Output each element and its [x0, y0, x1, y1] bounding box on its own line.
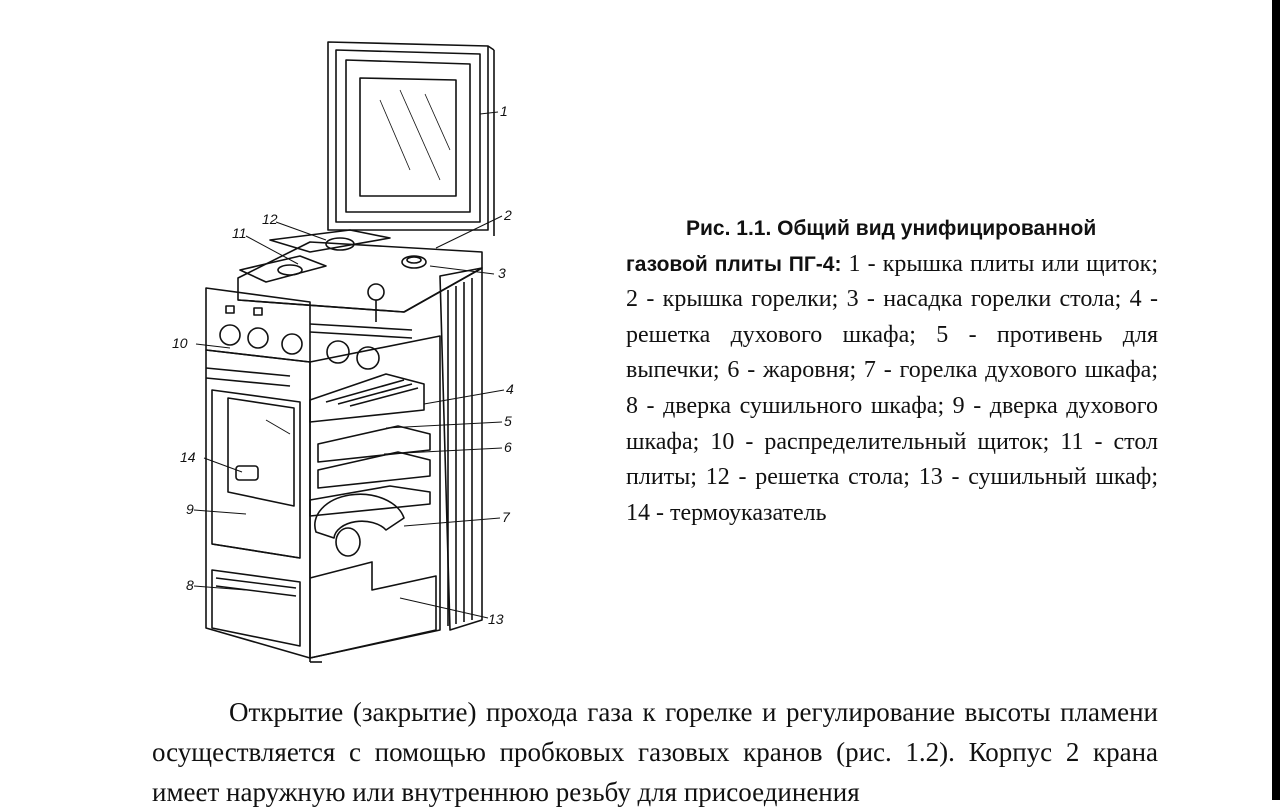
callout-3: 3 [498, 265, 506, 281]
callout-4: 4 [506, 381, 514, 397]
callout-8: 8 [186, 577, 194, 593]
callout-11: 11 [232, 225, 247, 241]
caption-title-line2: газовой плиты ПГ-4: [626, 252, 842, 276]
gas-stove-illustration: 1 2 3 4 5 6 7 8 9 10 11 12 13 14 [150, 30, 550, 680]
callout-6: 6 [504, 439, 512, 455]
callout-5: 5 [504, 413, 512, 429]
caption-text: 1 - крышка плиты или щиток; 2 - крышка г… [626, 250, 1158, 526]
callout-12: 12 [262, 211, 278, 227]
callout-10: 10 [172, 335, 188, 351]
callout-13: 13 [488, 611, 504, 627]
figure-caption: Рис. 1.1. Общий вид унифицированной газов… [626, 211, 1158, 531]
caption-title-line1: Рис. 1.1. Общий вид унифицированной [686, 217, 1097, 240]
callout-1: 1 [500, 103, 508, 119]
callout-7: 7 [502, 509, 511, 525]
callout-14: 14 [180, 449, 196, 465]
body-paragraph: Открытие (закрытие) прохода газа к горел… [152, 692, 1158, 812]
callout-9: 9 [186, 501, 194, 517]
callout-2: 2 [503, 207, 512, 223]
page-edge-bar [1272, 0, 1280, 800]
stove-drawing: 1 2 3 4 5 6 7 8 9 10 11 12 13 14 [172, 41, 514, 663]
body-paragraph-text: Открытие (закрытие) прохода газа к горел… [152, 697, 1158, 807]
